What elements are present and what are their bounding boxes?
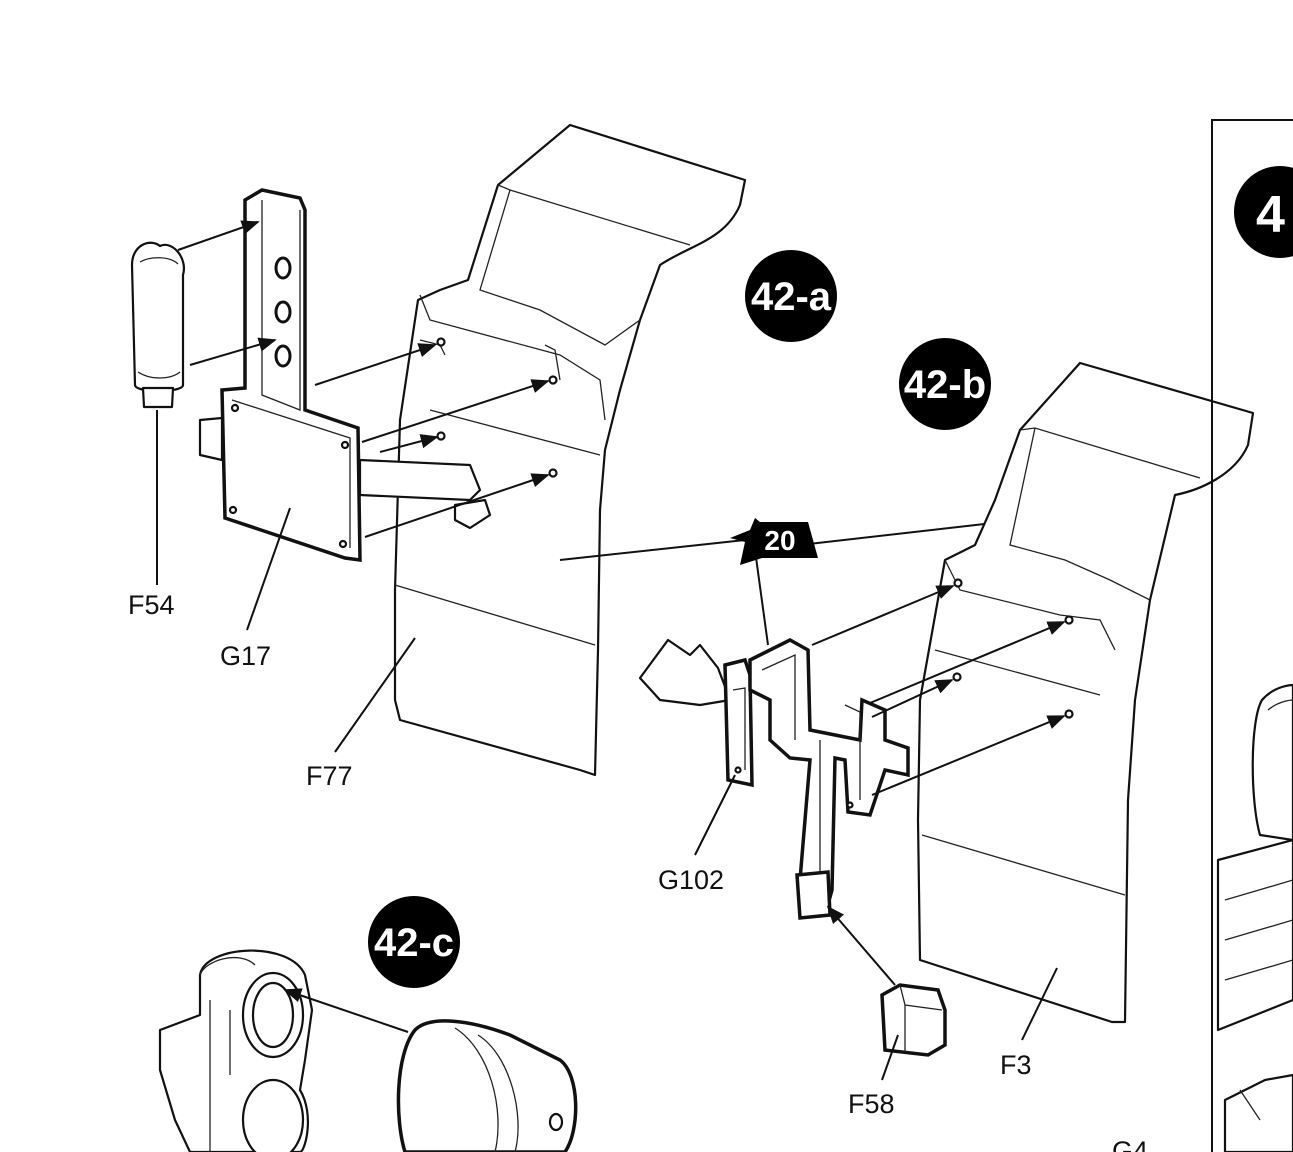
step-42c-group: 42-c <box>158 896 578 1152</box>
bracket-g17 <box>198 188 492 563</box>
next-step-panel: 4 <box>1211 119 1293 1152</box>
step-badge-42c: 42-c <box>374 921 454 965</box>
step-badge-42a: 42-a <box>751 275 832 319</box>
label-f54: F54 <box>128 590 175 620</box>
bracket-g102 <box>638 638 910 920</box>
label-g4: G4 <box>1112 1136 1148 1152</box>
step-badge-next: 4 <box>1256 186 1285 244</box>
part-cylinder <box>396 1019 578 1152</box>
panel-f77 <box>393 123 747 777</box>
step-42b-group: G102 F58 F3 42-b <box>638 338 1255 1119</box>
part-housing <box>158 949 314 1152</box>
part-f58 <box>880 983 947 1057</box>
label-g17: G17 <box>220 641 271 671</box>
panel-f3 <box>916 361 1255 1024</box>
label-g102: G102 <box>658 865 724 895</box>
label-f3: F3 <box>1000 1050 1032 1080</box>
reference-badge-20: 20 <box>559 518 1003 646</box>
step-42a-group: F54 G17 F77 42-a <box>128 123 837 791</box>
star-badge-icon <box>730 518 818 565</box>
part-f54 <box>130 241 186 409</box>
step-badge-42b: 42-b <box>904 363 986 407</box>
label-f58: F58 <box>848 1089 895 1119</box>
label-f77: F77 <box>306 761 353 791</box>
badge-20-label: 20 <box>764 525 795 556</box>
